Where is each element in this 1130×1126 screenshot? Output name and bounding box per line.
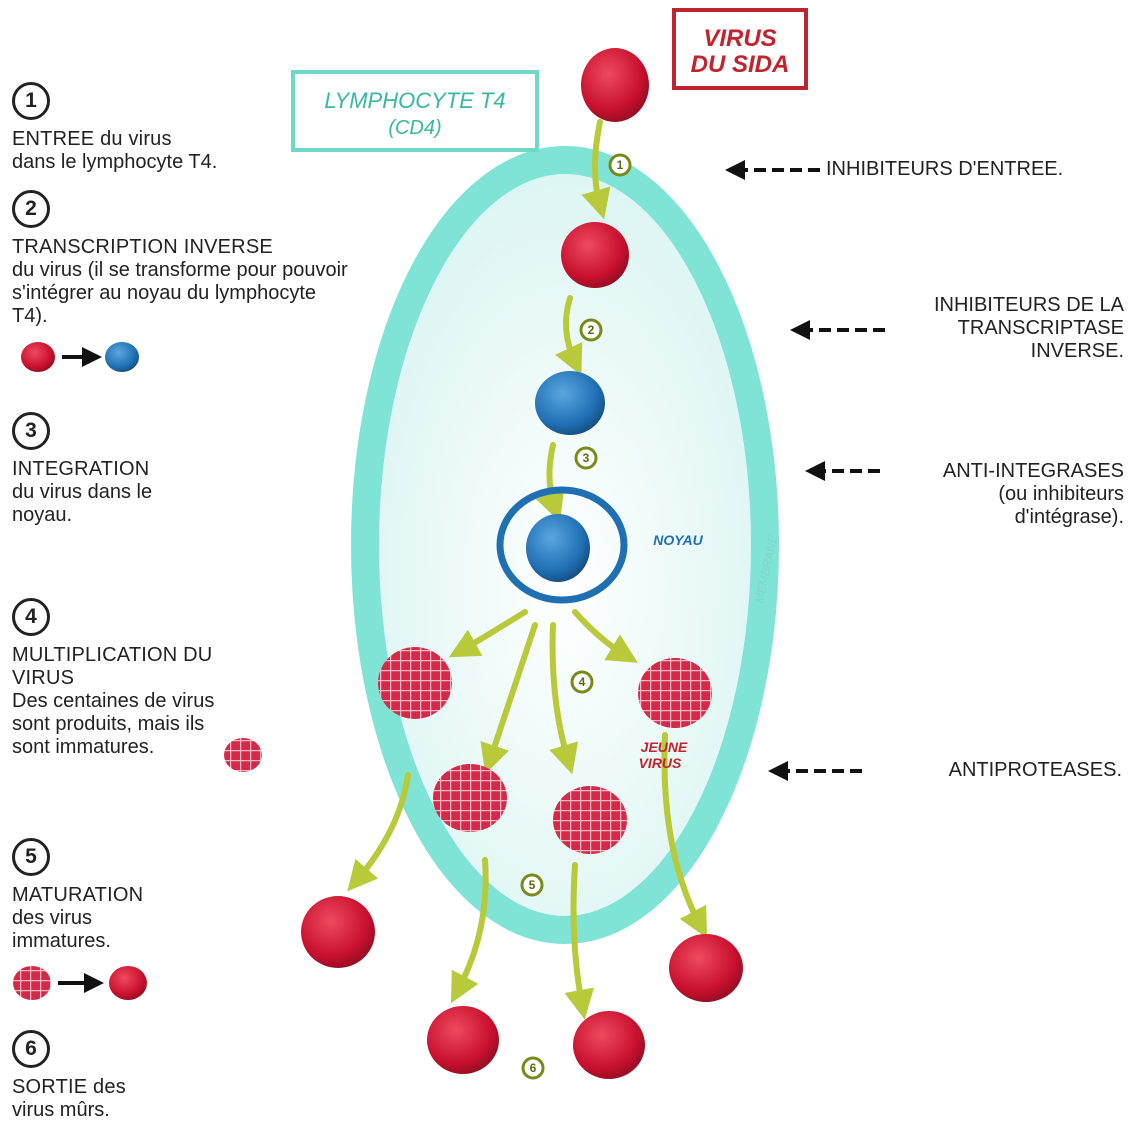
virus-box-line2: DU SIDA: [691, 51, 790, 78]
step-5: 5 MATURATION des virus immatures.: [12, 838, 182, 953]
step-4-desc: Des centaines de virus sont produits, ma…: [12, 690, 242, 759]
legend-blue-virus: [105, 342, 139, 372]
virus-mature: [669, 934, 743, 1002]
inhibiteurs-transcriptase-line2: TRANSCRIPTASE: [864, 317, 1124, 340]
virus-box-line1: VIRUS: [703, 25, 776, 52]
antiproteases: ANTIPROTEASES.: [949, 759, 1122, 782]
jeune-virus-label-2: VIRUS: [639, 755, 682, 771]
step-2-title: TRANSCRIPTION INVERSE: [12, 236, 352, 259]
step-1-desc: dans le lymphocyte T4.: [12, 151, 217, 174]
inhibiteurs-entree: INHIBITEURS D'ENTREE.: [826, 158, 1063, 181]
anti-integrases: ANTI-INTEGRASES (ou inhibiteurs d'intégr…: [884, 460, 1124, 529]
step-3-title: INTEGRATION: [12, 458, 182, 481]
svg-text:1: 1: [617, 158, 624, 172]
legend-red-virus: [21, 342, 55, 372]
virus-mature: [301, 896, 375, 968]
jeune-virus-label-1: JEUNE: [641, 739, 688, 755]
virus-mature: [427, 1006, 499, 1074]
legend-immature-virus: [13, 966, 51, 1000]
anti-integrases-line3: d'intégrase).: [884, 506, 1124, 529]
step-5-number: 5: [12, 838, 50, 876]
step-4-number: 4: [12, 598, 50, 636]
svg-text:4: 4: [579, 675, 586, 689]
inhibiteurs-transcriptase: INHIBITEURS DE LA TRANSCRIPTASE INVERSE.: [864, 294, 1124, 363]
step-3-desc: du virus dans le noyau.: [12, 481, 182, 527]
lymphocyte-box-line1: LYMPHOCYTE T4: [324, 88, 505, 113]
step-1-number: 1: [12, 82, 50, 120]
svg-text:6: 6: [530, 1061, 537, 1075]
anti-integrases-line1: ANTI-INTEGRASES: [884, 460, 1124, 483]
virus-integrated: [526, 514, 590, 582]
lymphocyte-box-line2: (CD4): [388, 117, 441, 139]
virus-immature: [378, 647, 452, 719]
svg-text:2: 2: [588, 323, 595, 337]
legend-mature-virus: [109, 966, 147, 1000]
anti-integrases-line2: (ou inhibiteurs: [884, 483, 1124, 506]
svg-text:5: 5: [529, 878, 536, 892]
step-5-title: MATURATION: [12, 884, 182, 907]
virus-immature: [553, 786, 627, 854]
step-6: 6 SORTIE des virus mûrs.: [12, 1030, 182, 1122]
step-2-number: 2: [12, 190, 50, 228]
step-3: 3 INTEGRATION du virus dans le noyau.: [12, 412, 182, 527]
step-1: 1 ENTREE du virus dans le lymphocyte T4.: [12, 82, 217, 174]
virus-incoming: [581, 48, 649, 122]
virus-immature: [433, 764, 507, 832]
virus-immature: [638, 658, 712, 728]
inhibiteurs-transcriptase-line3: INVERSE.: [864, 340, 1124, 363]
step-6-title: SORTIE des: [12, 1076, 182, 1099]
step-6-number: 6: [12, 1030, 50, 1068]
step-6-desc: virus mûrs.: [12, 1099, 182, 1122]
step-4: 4 MULTIPLICATION DU VIRUS Des centaines …: [12, 598, 272, 759]
step-3-number: 3: [12, 412, 50, 450]
virus-transcribed: [535, 371, 605, 435]
noyau-label: NOYAU: [653, 532, 703, 548]
step-2: 2 TRANSCRIPTION INVERSE du virus (il se …: [12, 190, 352, 328]
step-5-desc: des virus immatures.: [12, 907, 132, 953]
step-2-desc: du virus (il se transforme pour pouvoir …: [12, 259, 352, 328]
step-1-title: ENTREE du virus: [12, 128, 217, 151]
step-4-title: MULTIPLICATION DU VIRUS: [12, 644, 222, 690]
inhibiteurs-transcriptase-line1: INHIBITEURS DE LA: [864, 294, 1124, 317]
svg-text:3: 3: [583, 451, 590, 465]
virus-mature: [573, 1011, 645, 1079]
virus-entered: [561, 222, 629, 288]
